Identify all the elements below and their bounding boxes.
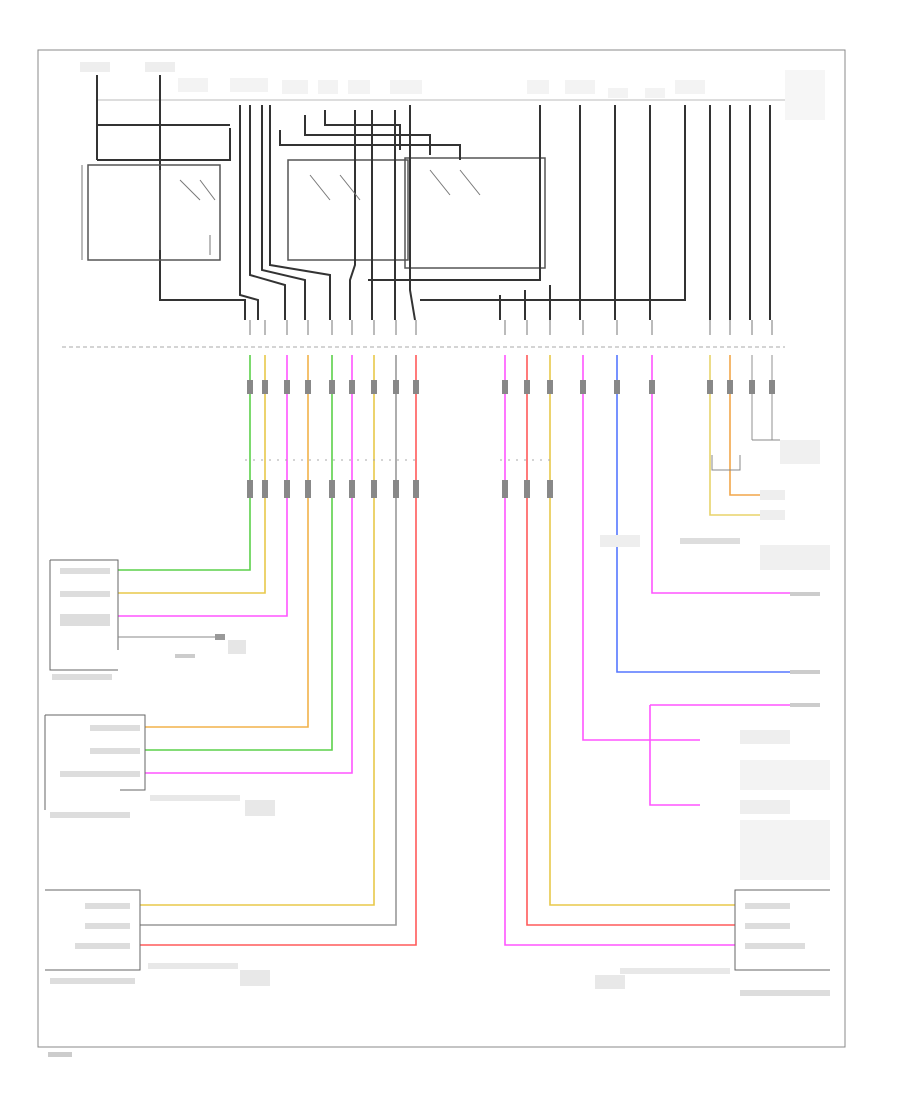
passenger-seat-module: [44, 714, 275, 818]
footer-code-mark: [48, 1052, 72, 1057]
wire-red-rearright-2: [526, 355, 735, 926]
rear-left-module: [45, 889, 270, 986]
top-right-ground: [711, 439, 780, 471]
wire-yellow-rearleft-1: [140, 355, 375, 906]
wire-magenta-rearright-1: [504, 355, 735, 946]
connector-pins: [249, 320, 773, 335]
wire-yellow-topright: [709, 355, 760, 516]
wire-magenta-driver-3: [118, 355, 288, 617]
wire-orange-topright: [729, 355, 760, 496]
wire-magenta-right-1: [582, 355, 650, 741]
driver-seat-module: [49, 559, 246, 680]
wire-yellow-driver-2: [118, 355, 266, 594]
wire-gray-rearleft-2: [140, 355, 397, 926]
relay-internals: [81, 165, 481, 260]
wire-blue-right-2: [616, 355, 820, 673]
wire-red-rearleft-3: [140, 355, 417, 946]
wire-magenta-right-5: [649, 740, 700, 806]
wire-yellow-rearright-3: [549, 355, 735, 906]
top-harness: [87, 75, 785, 321]
wire-green-driver-1: [118, 355, 251, 571]
wire-magenta-right-3: [651, 355, 820, 594]
diagram-frame: [37, 49, 846, 1048]
wire-magenta-passenger-3: [145, 355, 353, 774]
wire-orange-passenger-1: [145, 355, 309, 728]
splice-markers: [247, 380, 775, 498]
rear-right-module: [595, 889, 830, 996]
wire-green-passenger-2: [145, 355, 333, 751]
right-side-labels: [600, 440, 830, 880]
top-labels: [80, 62, 825, 120]
colored-wires: [118, 355, 820, 946]
